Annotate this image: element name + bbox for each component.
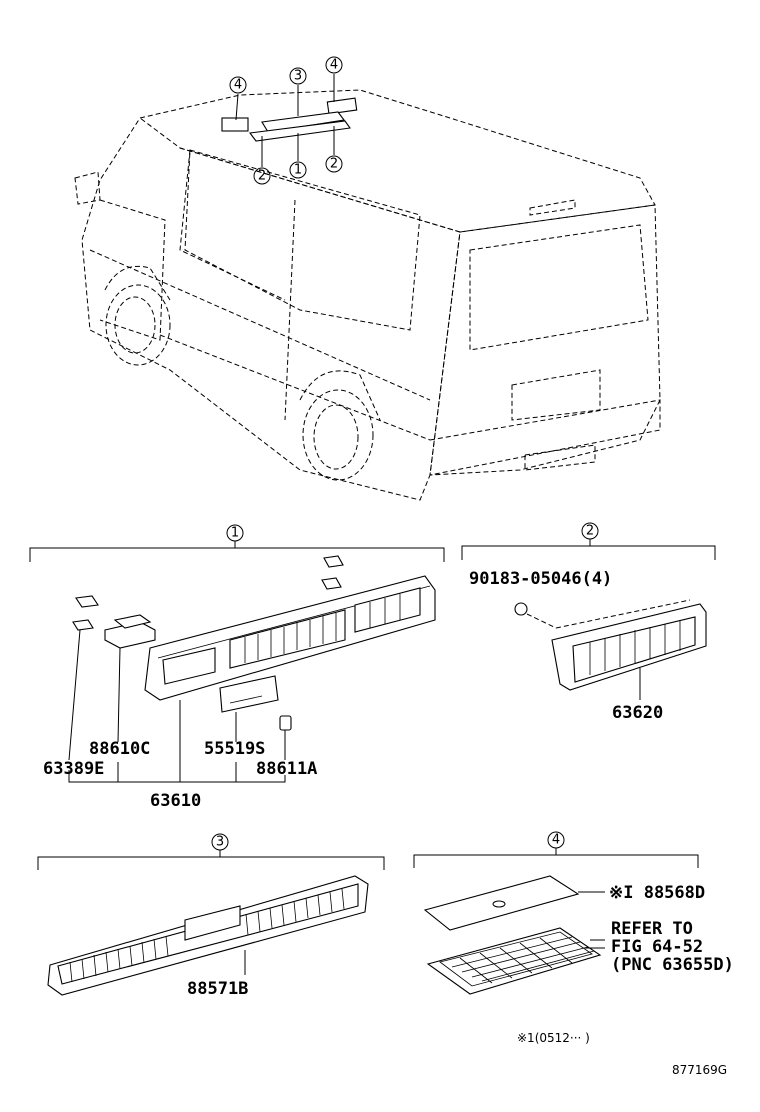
callout-4a: 4 [234, 78, 242, 93]
lamp-cover-55519s [219, 675, 279, 713]
note-line-2: FIG 64-52 [611, 937, 703, 957]
callout-2b: 2 [330, 157, 338, 172]
part-63389e: 63389E [43, 759, 104, 779]
frame-grid [426, 927, 602, 995]
part-88610c: 88610C [89, 739, 150, 759]
part-63610: 63610 [150, 791, 201, 811]
part-55519s: 55519S [204, 739, 265, 759]
clip-icon [75, 595, 99, 608]
part-88568d: ※I 88568D [609, 883, 705, 903]
callout-2a: 2 [258, 169, 266, 184]
callout-4a-circle [229, 76, 247, 94]
roof-part-4-left [221, 117, 249, 132]
callout-2b-circle [325, 155, 343, 173]
part-90183-05046: 90183-05046(4) [469, 569, 612, 589]
footnote: ※1(0512··· ) [517, 1031, 590, 1045]
note-line-3: (PNC 63655D) [611, 955, 734, 975]
roof-part-4-right [326, 97, 358, 115]
group-1-ref: 1 [231, 526, 239, 541]
clip-icon [72, 619, 94, 631]
callout-2a-circle [253, 167, 271, 185]
group-4: 4 ※I 88568D REFER TO FIG 64-52 (PNC 6365… [413, 831, 734, 995]
plate-88568d [423, 875, 580, 931]
roof-part-1 [248, 120, 351, 142]
group-2: 2 90183-05046(4) 63620 [461, 522, 716, 723]
roof-part-3 [261, 111, 345, 133]
group-3: 3 88571B [37, 833, 385, 999]
van-illustration [74, 89, 661, 501]
clip-icon [323, 555, 344, 568]
part-63620: 63620 [612, 703, 663, 723]
group-2-ref: 2 [586, 524, 594, 539]
callout-3a: 3 [294, 69, 302, 84]
clip-icon [321, 577, 342, 590]
cap-88611a [279, 715, 292, 731]
callout-4b: 4 [330, 58, 338, 73]
screw-icon [514, 602, 528, 616]
figure-id: 877169G [672, 1063, 727, 1077]
callout-4b-circle [325, 56, 343, 74]
group-3-ref: 3 [216, 835, 224, 850]
group-4-ref: 4 [552, 833, 560, 848]
callout-1a: 1 [294, 163, 302, 178]
van-callouts: 4 3 4 2 1 2 [229, 56, 343, 185]
group-1: 1 63389E 88610C 55519S 88611A [29, 524, 445, 811]
note-line-1: REFER TO [611, 919, 693, 939]
part-88611a: 88611A [256, 759, 317, 779]
part-88571b: 88571B [187, 979, 248, 999]
callout-3a-circle [289, 67, 307, 85]
callout-1a-circle [289, 161, 307, 179]
